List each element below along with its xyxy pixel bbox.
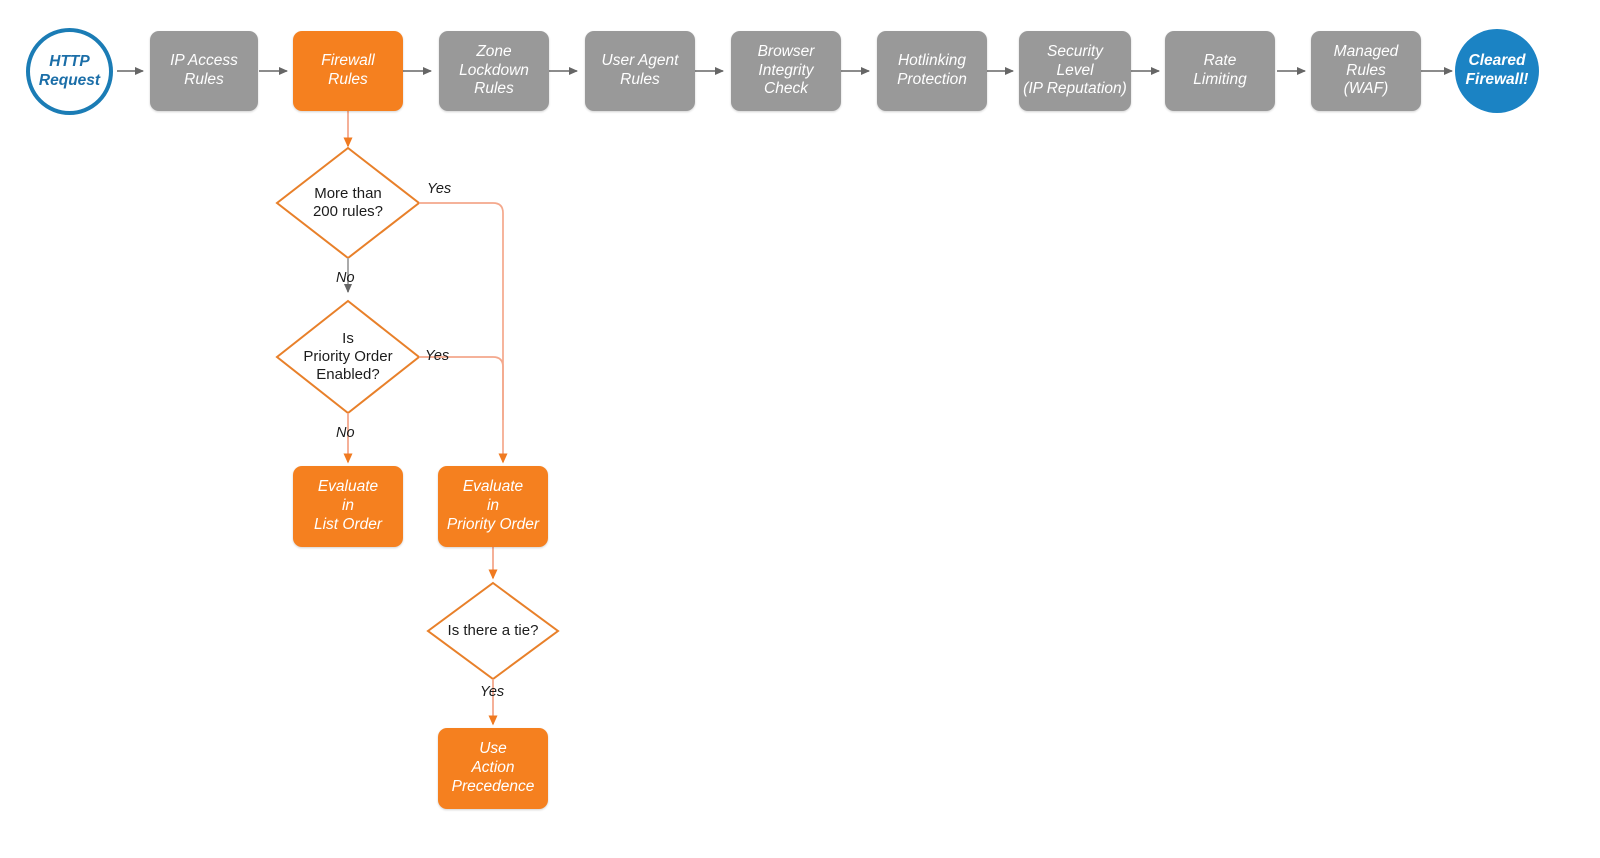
node-evaluate-in-priority-order-label: Evaluate in Priority Order — [446, 478, 540, 533]
node-managed-rules-waf[interactable]: Managed Rules (WAF) — [1311, 31, 1421, 111]
node-evaluate-in-priority-order[interactable]: Evaluate in Priority Order — [438, 466, 548, 547]
node-cleared-firewall-label: Cleared Firewall! — [1465, 52, 1529, 88]
node-zone-lockdown-rules-label: Zone Lockdown Rules — [459, 42, 529, 98]
edge-label-d1-yes: Yes — [427, 181, 452, 197]
decision-is-priority-order-enabled-label: Is Priority Order Enabled? — [303, 330, 393, 383]
decision-more-than-200-rules[interactable]: More than 200 rules? — [277, 148, 419, 258]
decision-is-there-a-tie-label: Is there a tie? — [447, 622, 539, 639]
node-zone-lockdown-rules[interactable]: Zone Lockdown Rules — [439, 31, 549, 111]
node-evaluate-in-list-order-label: Evaluate in List Order — [313, 478, 383, 533]
edge-d1-yes — [419, 202, 508, 464]
decision-is-priority-order-enabled[interactable]: Is Priority Order Enabled? — [277, 301, 419, 413]
node-rate-limiting[interactable]: Rate Limiting — [1165, 31, 1275, 111]
decision-more-than-200-rules-label: More than 200 rules? — [312, 185, 384, 220]
node-ip-access-rules-label: IP Access Rules — [170, 52, 238, 88]
node-firewall-rules-label: Firewall Rules — [321, 52, 375, 88]
edge-label-d2-yes: Yes — [425, 348, 450, 364]
node-security-level-label: Security Level (IP Reputation) — [1023, 42, 1127, 98]
node-use-action-precedence-label: Use Action Precedence — [451, 740, 535, 795]
node-firewall-rules[interactable]: Firewall Rules — [293, 31, 403, 111]
node-browser-integrity-check-label: Browser Integrity Check — [757, 42, 815, 98]
node-use-action-precedence[interactable]: Use Action Precedence — [438, 728, 548, 809]
edge-label-d1-no: No — [336, 270, 355, 286]
edge-d2-yes — [419, 356, 504, 420]
node-security-level[interactable]: Security Level (IP Reputation) — [1019, 31, 1131, 111]
node-user-agent-rules-label: User Agent Rules — [601, 52, 679, 88]
decision-is-there-a-tie[interactable]: Is there a tie? — [428, 583, 558, 679]
node-user-agent-rules[interactable]: User Agent Rules — [585, 31, 695, 111]
node-cleared-firewall[interactable]: Cleared Firewall! — [1455, 29, 1539, 113]
node-ip-access-rules[interactable]: IP Access Rules — [150, 31, 258, 111]
node-evaluate-in-list-order[interactable]: Evaluate in List Order — [293, 466, 403, 547]
node-rate-limiting-label: Rate Limiting — [1193, 52, 1247, 88]
node-hotlinking-protection-label: Hotlinking Protection — [897, 52, 967, 88]
node-http-request-label: HTTP Request — [38, 52, 101, 89]
node-http-request[interactable]: HTTP Request — [26, 28, 113, 115]
node-managed-rules-waf-label: Managed Rules (WAF) — [1333, 42, 1399, 98]
node-hotlinking-protection[interactable]: Hotlinking Protection — [877, 31, 987, 111]
edge-label-d2-no: No — [336, 425, 355, 441]
node-browser-integrity-check[interactable]: Browser Integrity Check — [731, 31, 841, 111]
edge-label-d3-yes: Yes — [480, 684, 505, 700]
